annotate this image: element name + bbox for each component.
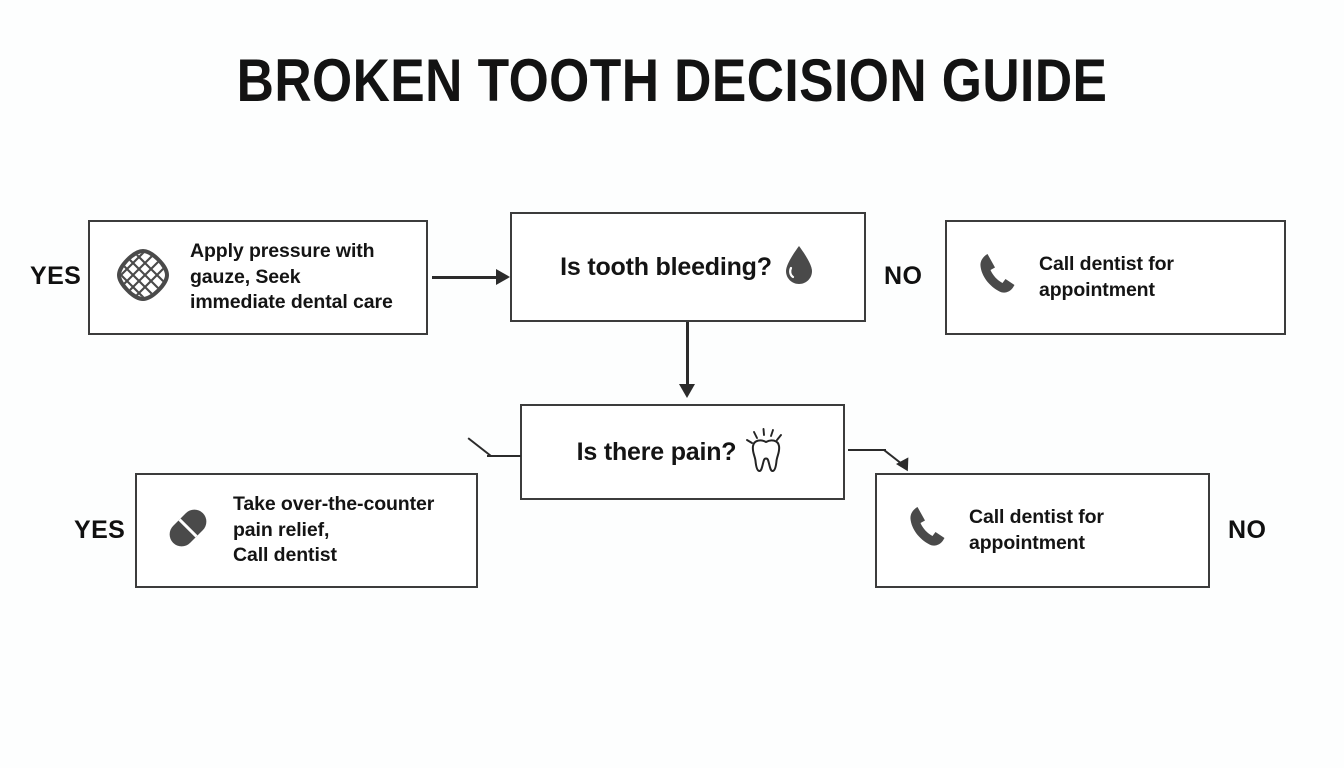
action-text-bleeding-yes: Apply pressure with gauze, Seek immediat…	[190, 239, 393, 314]
decision-box-bleeding[interactable]: Is tooth bleeding?	[510, 212, 866, 322]
connector-pain-no-horizontal	[848, 449, 886, 451]
connector-bleeding-to-pain	[686, 322, 689, 388]
branch-label-pain-no: NO	[1228, 516, 1267, 544]
phone-icon	[899, 501, 953, 560]
branch-label-pain-yes: YES	[74, 516, 126, 544]
pill-icon	[159, 499, 217, 562]
action-box-bleeding-yes[interactable]: Apply pressure with gauze, Seek immediat…	[88, 220, 428, 335]
connector-pain-yes-diagonal	[467, 437, 492, 457]
branch-label-bleeding-yes: YES	[30, 262, 82, 290]
gauze-pad-icon	[112, 244, 174, 311]
connector-arrowhead-bleeding-to-pain	[679, 384, 695, 398]
decision-box-pain[interactable]: Is there pain?	[520, 404, 845, 500]
connector-pain-yes-horizontal	[487, 455, 521, 457]
action-box-bleeding-no[interactable]: Call dentist for appointment	[945, 220, 1286, 335]
branch-label-bleeding-no: NO	[884, 262, 923, 290]
action-text-pain-yes: Take over-the-counter pain relief, Call …	[233, 492, 435, 567]
decision-text-pain: Is there pain?	[576, 437, 737, 466]
aching-tooth-icon	[744, 426, 788, 479]
connector-arrowhead-bleeding-yes	[496, 269, 510, 285]
action-box-pain-no[interactable]: Call dentist for appointment	[875, 473, 1210, 588]
action-box-pain-yes[interactable]: Take over-the-counter pain relief, Call …	[135, 473, 478, 588]
blood-drop-icon	[782, 244, 816, 291]
connector-bleeding-yes	[432, 276, 500, 279]
page-title: BROKEN TOOTH DECISION GUIDE	[236, 47, 1108, 114]
decision-text-bleeding: Is tooth bleeding?	[560, 252, 772, 281]
action-text-bleeding-no: Call dentist for appointment	[1039, 252, 1174, 301]
action-text-pain-no: Call dentist for appointment	[969, 505, 1104, 554]
phone-icon	[969, 248, 1023, 307]
